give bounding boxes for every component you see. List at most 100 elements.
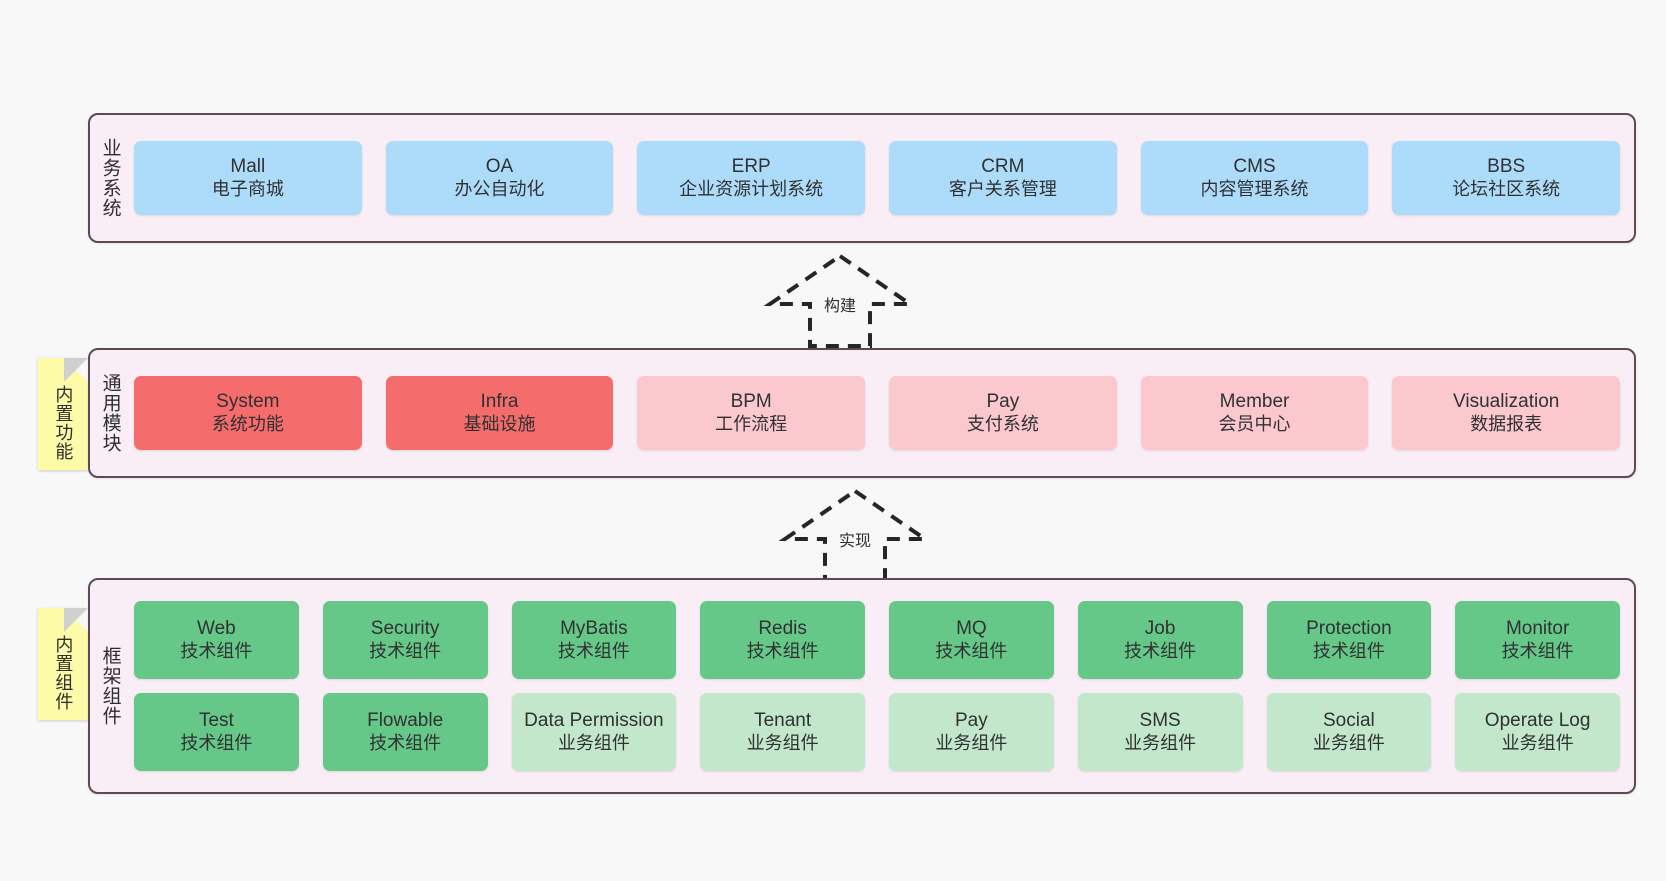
module-card-erp[interactable]: ERP 企业资源计划系统 (637, 141, 866, 215)
module-desc: 基础设施 (463, 413, 536, 434)
module-desc: 客户关系管理 (948, 178, 1057, 199)
component-desc: 业务组件 (1312, 732, 1385, 753)
component-card-web[interactable]: Web 技术组件 (134, 601, 299, 679)
module-card-oa[interactable]: OA 办公自动化 (385, 141, 614, 215)
component-name: Operate Log (1484, 710, 1591, 732)
module-card-member[interactable]: Member 会员中心 (1140, 376, 1369, 450)
module-card-visualization[interactable]: Visualization 数据报表 (1392, 376, 1621, 450)
component-desc: 技术组件 (369, 732, 442, 753)
component-desc: 业务组件 (557, 732, 630, 753)
layer-common-modules: 通用模块 System 系统功能 Infra 基础设施 BPM 工作流程 Pay (88, 348, 1636, 478)
component-desc: 业务组件 (746, 732, 819, 753)
component-name: Monitor (1505, 618, 1570, 640)
component-desc: 技术组件 (746, 640, 819, 661)
module-card-infra[interactable]: Infra 基础设施 (385, 376, 614, 450)
module-card-system[interactable]: System 系统功能 (134, 376, 362, 450)
component-desc: 技术组件 (180, 732, 253, 753)
component-name: Security (370, 618, 440, 640)
sticky-note-builtin-features: 内置功能 (38, 358, 88, 470)
component-card-social[interactable]: Social 业务组件 (1266, 693, 1432, 771)
module-name: OA (485, 156, 514, 178)
module-desc: 企业资源计划系统 (679, 178, 824, 199)
component-card-mybatis[interactable]: MyBatis 技术组件 (511, 601, 677, 679)
framework-row-tech: Web 技术组件 Security 技术组件 MyBatis 技术组件 Redi… (134, 601, 1620, 679)
module-card-crm[interactable]: CRM 客户关系管理 (889, 141, 1117, 215)
module-card-bpm[interactable]: BPM 工作流程 (637, 376, 866, 450)
component-desc: 技术组件 (1501, 640, 1574, 661)
component-desc: 业务组件 (1124, 732, 1197, 753)
component-name: SMS (1139, 710, 1181, 732)
component-desc: 技术组件 (180, 640, 253, 661)
connector-build: 构建 (760, 252, 920, 348)
layer-business-body: Mall 电子商城 OA 办公自动化 ERP 企业资源计划系统 CRM 客户关系… (130, 115, 1634, 241)
component-card-security[interactable]: Security 技术组件 (322, 601, 488, 679)
layer-framework-title: 框架组件 (99, 646, 121, 726)
component-card-operate-log[interactable]: Operate Log 业务组件 (1455, 693, 1620, 771)
module-name: Member (1219, 391, 1290, 413)
module-name: System (216, 391, 280, 413)
component-card-flowable[interactable]: Flowable 技术组件 (322, 693, 488, 771)
component-card-pay[interactable]: Pay 业务组件 (889, 693, 1054, 771)
business-row: Mall 电子商城 OA 办公自动化 ERP 企业资源计划系统 CRM 客户关系… (134, 141, 1621, 215)
component-name: Test (198, 710, 234, 732)
folded-corner-icon (64, 358, 88, 382)
folded-corner-icon (64, 608, 88, 632)
component-desc: 技术组件 (1124, 640, 1197, 661)
module-name: Pay (986, 391, 1020, 413)
component-card-data-permission[interactable]: Data Permission 业务组件 (511, 693, 677, 771)
module-card-mall[interactable]: Mall 电子商城 (134, 141, 362, 215)
component-card-protection[interactable]: Protection 技术组件 (1266, 601, 1432, 679)
component-desc: 业务组件 (935, 732, 1008, 753)
component-name: Redis (758, 618, 807, 640)
component-card-redis[interactable]: Redis 技术组件 (700, 601, 865, 679)
module-card-bbs[interactable]: BBS 论坛社区系统 (1392, 141, 1621, 215)
layer-common-body: System 系统功能 Infra 基础设施 BPM 工作流程 Pay 支付系统… (130, 350, 1634, 476)
component-name: Data Permission (524, 710, 664, 732)
component-name: Tenant (754, 710, 812, 732)
module-name: Infra (480, 391, 519, 413)
module-desc: 论坛社区系统 (1452, 178, 1561, 199)
component-name: Pay (955, 710, 988, 732)
module-desc: 办公自动化 (454, 178, 545, 199)
module-desc: 支付系统 (966, 413, 1039, 434)
common-row: System 系统功能 Infra 基础设施 BPM 工作流程 Pay 支付系统… (134, 376, 1621, 450)
component-desc: 技术组件 (935, 640, 1008, 661)
module-card-pay[interactable]: Pay 支付系统 (889, 376, 1117, 450)
component-card-tenant[interactable]: Tenant 业务组件 (700, 693, 865, 771)
module-name: BPM (730, 391, 772, 413)
module-desc: 数据报表 (1470, 413, 1543, 434)
module-name: Visualization (1453, 391, 1560, 413)
module-desc: 会员中心 (1218, 413, 1291, 434)
layer-framework-body: Web 技术组件 Security 技术组件 MyBatis 技术组件 Redi… (130, 580, 1634, 792)
connector-realize: 实现 (775, 487, 935, 583)
layer-business-title: 业务系统 (99, 138, 121, 218)
component-name: Web (197, 618, 236, 640)
module-card-cms[interactable]: CMS 内容管理系统 (1140, 141, 1369, 215)
component-name: Job (1144, 618, 1176, 640)
module-name: CRM (981, 156, 1025, 178)
component-desc: 技术组件 (1312, 640, 1385, 661)
framework-row-business: Test 技术组件 Flowable 技术组件 Data Permission … (134, 693, 1620, 771)
sticky-note-builtin-components: 内置组件 (38, 608, 88, 720)
generalization-arrow-icon (778, 488, 932, 583)
component-card-job[interactable]: Job 技术组件 (1077, 601, 1243, 679)
component-desc: 技术组件 (369, 640, 442, 661)
component-desc: 业务组件 (1501, 732, 1574, 753)
module-name: ERP (731, 156, 771, 178)
module-name: BBS (1487, 156, 1526, 178)
module-desc: 电子商城 (211, 178, 284, 199)
component-card-mq[interactable]: MQ 技术组件 (889, 601, 1054, 679)
component-name: MQ (956, 618, 987, 640)
sticky-note-label: 内置功能 (53, 385, 74, 461)
module-name: CMS (1233, 156, 1276, 178)
sticky-note-label: 内置组件 (53, 635, 74, 711)
component-card-sms[interactable]: SMS 业务组件 (1077, 693, 1243, 771)
layer-common-title: 通用模块 (99, 373, 121, 453)
connector-build-label: 构建 (823, 298, 856, 315)
component-card-test[interactable]: Test 技术组件 (134, 693, 299, 771)
module-desc: 工作流程 (715, 413, 788, 434)
component-card-monitor[interactable]: Monitor 技术组件 (1455, 601, 1620, 679)
component-name: Social (1323, 710, 1375, 732)
component-name: MyBatis (560, 618, 628, 640)
